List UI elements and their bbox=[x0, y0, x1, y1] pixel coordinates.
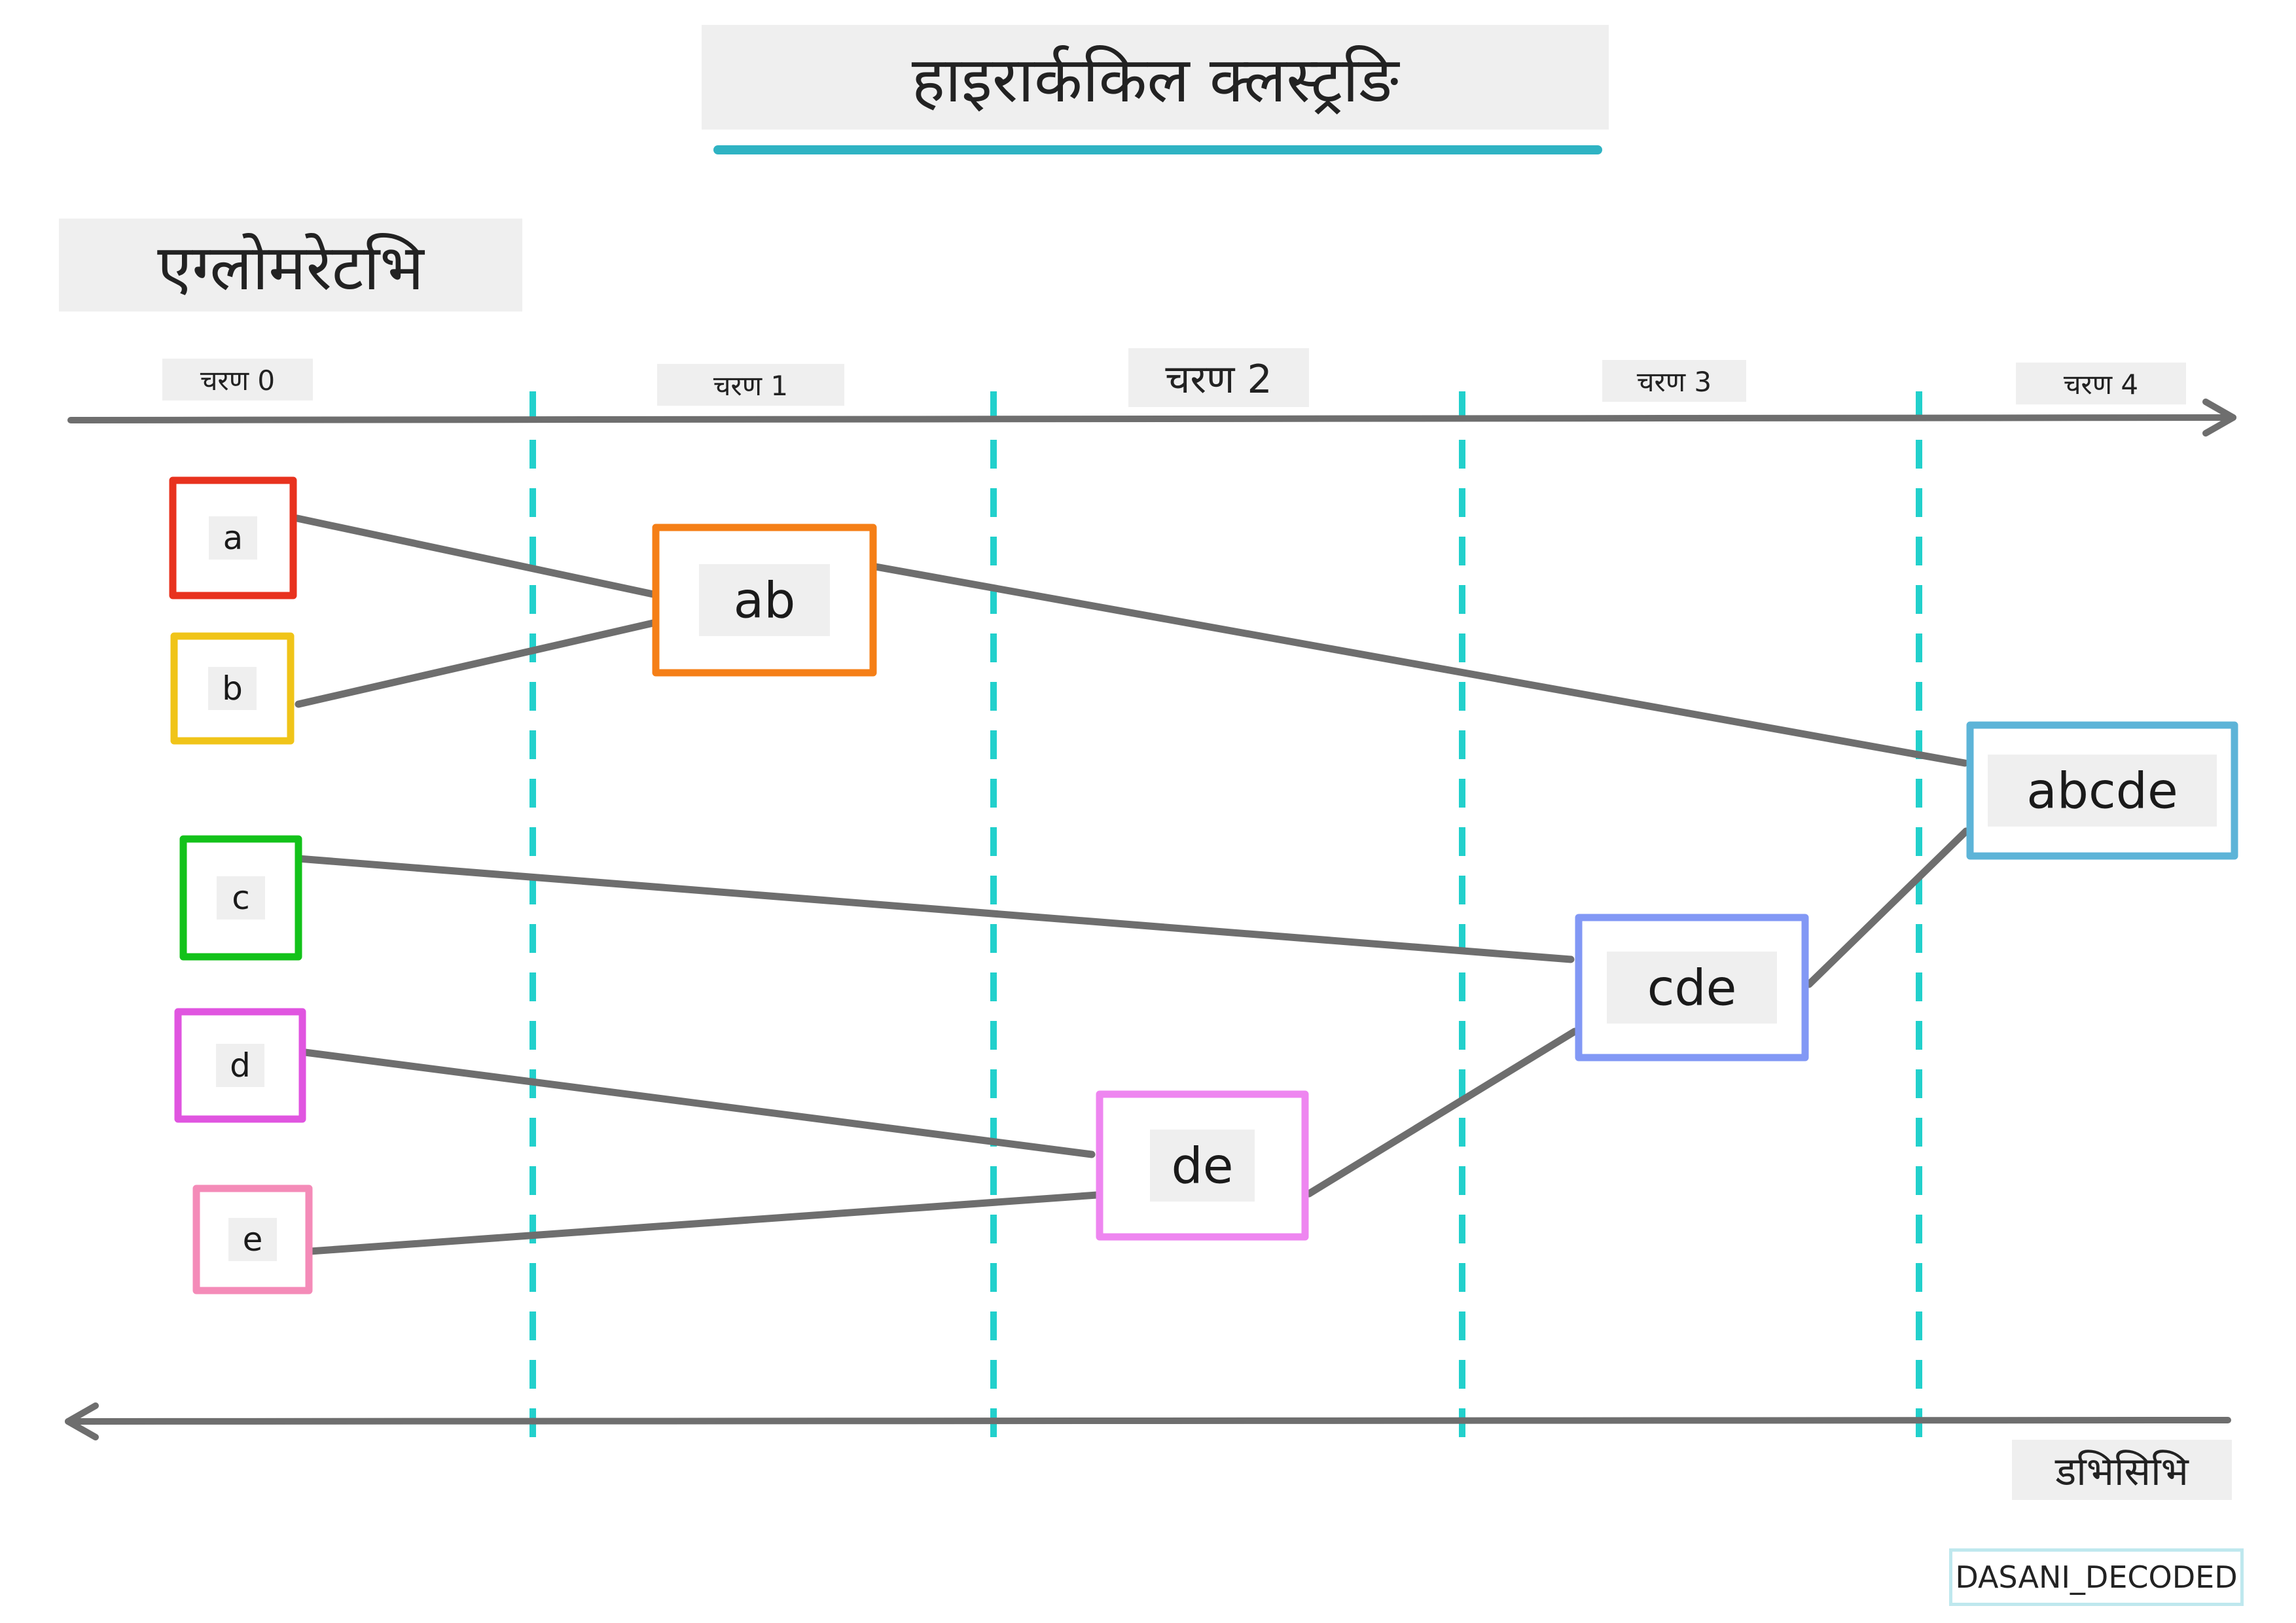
node-e: e bbox=[192, 1185, 313, 1294]
node-label-b: b bbox=[222, 669, 243, 707]
agglomerative-arrowhead bbox=[2202, 399, 2236, 437]
node-label-de: de bbox=[1172, 1137, 1234, 1195]
node-cde: cde bbox=[1575, 914, 1809, 1061]
agglomerative-axis bbox=[67, 414, 2236, 423]
node-label-cde: cde bbox=[1647, 959, 1737, 1017]
step-label-2: चरण 2 bbox=[1128, 348, 1309, 407]
node-label-e: e bbox=[243, 1221, 263, 1258]
step-label-0: चरण 0 bbox=[162, 359, 313, 401]
divisive-axis bbox=[65, 1417, 2231, 1425]
edge-c-cde bbox=[295, 855, 1575, 963]
axes bbox=[65, 399, 2236, 1440]
node-label-bg-b bbox=[208, 667, 257, 710]
step-dividers bbox=[529, 391, 1922, 1449]
node-abcde: abcde bbox=[1966, 721, 2238, 860]
node-label-ab: ab bbox=[734, 571, 796, 630]
node-a: a bbox=[169, 476, 297, 599]
node-label-bg-a bbox=[209, 516, 257, 560]
edge-b-ab bbox=[295, 619, 657, 708]
step-label-4: चरण 4 bbox=[2016, 363, 2186, 404]
step-label-1: चरण 1 bbox=[657, 364, 844, 406]
diagram-title: हाइरार्ककिल क्लस्ट्रङि bbox=[702, 25, 1609, 130]
node-label-bg-ab bbox=[699, 564, 830, 636]
edges bbox=[293, 514, 1970, 1255]
node-label-bg-c bbox=[217, 876, 265, 919]
node-label-bg-cde bbox=[1607, 952, 1777, 1024]
node-label-bg-abcde bbox=[1988, 755, 2217, 827]
node-d: d bbox=[174, 1008, 306, 1123]
edge-cde-abcde bbox=[1805, 827, 1970, 988]
edge-de-cde bbox=[1305, 1027, 1579, 1198]
node-b: b bbox=[170, 632, 295, 745]
node-label-bg-e bbox=[228, 1218, 277, 1261]
node-label-c: c bbox=[232, 879, 250, 917]
edge-ab-abcde bbox=[872, 563, 1969, 767]
divisive-arrowhead bbox=[65, 1402, 99, 1440]
title-underline bbox=[713, 145, 1602, 154]
agglomerative-label: एग्लोमरेटभि bbox=[59, 219, 522, 312]
node-de: de bbox=[1096, 1090, 1309, 1241]
edge-d-de bbox=[301, 1048, 1096, 1158]
edge-a-ab bbox=[293, 514, 657, 598]
node-ab: ab bbox=[652, 524, 877, 677]
node-label-abcde: abcde bbox=[2026, 762, 2178, 820]
step-label-3: चरण 3 bbox=[1602, 360, 1746, 402]
divisive-label: डभिसिभि bbox=[2012, 1440, 2232, 1500]
node-label-bg-d bbox=[216, 1044, 264, 1087]
node-label-a: a bbox=[223, 519, 243, 557]
node-label-d: d bbox=[230, 1046, 251, 1084]
node-c: c bbox=[179, 835, 302, 961]
node-label-bg-de bbox=[1150, 1130, 1255, 1202]
credit-label: DASANI_DECODED bbox=[1949, 1548, 2244, 1606]
edge-e-de bbox=[306, 1191, 1101, 1255]
